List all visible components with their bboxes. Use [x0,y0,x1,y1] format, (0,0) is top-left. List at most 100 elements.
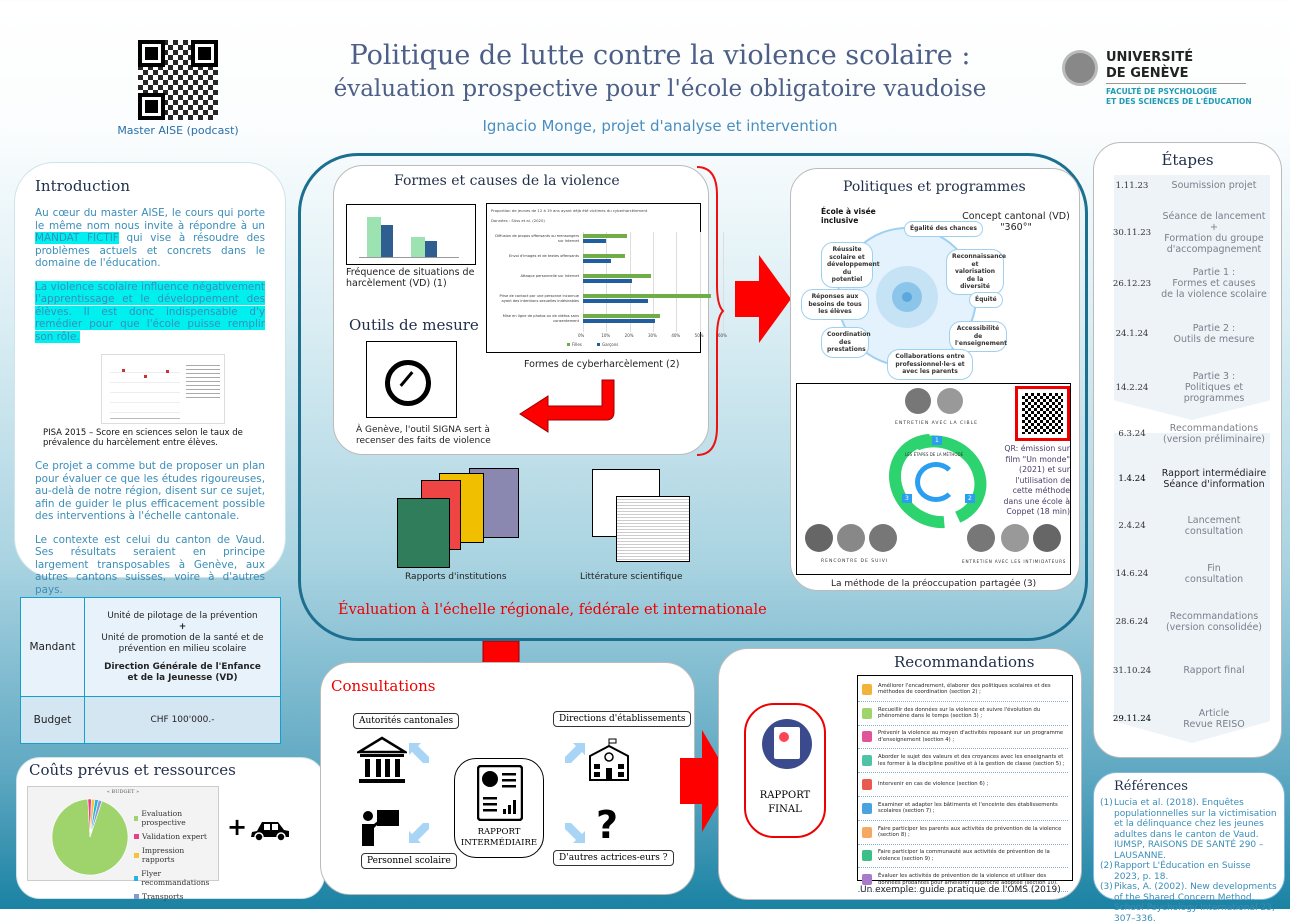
references-list: (1)Lucia et al. (2018). Enquêtes populat… [1100,798,1278,924]
intro-paragraph-1: Au cœur du master AISE, le cours qui por… [35,207,265,270]
pie-legend-item: Impression rapports [134,846,218,864]
x-tick-label: 40% [671,333,681,338]
title-line-1: Politique de lutte contre la violence sc… [349,40,971,71]
literature-image[interactable] [592,469,697,564]
etape-text: Recommandations (version préliminaire) [1163,423,1265,445]
etape-date: 26.12.23 [1112,278,1152,289]
recommandations-caption: Un exemple: guide pratique de l'OMS (201… [860,885,1061,895]
suivi-label: RENCONTRE DE SUIVI [821,559,889,564]
methode-caption: La méthode de la préoccupation partagée … [831,579,1037,589]
bar-garçons [583,279,632,283]
curved-arrow-icon [519,379,615,433]
bar-garçons [583,259,611,263]
evaluation-label: Évaluation à l'échelle régionale, fédéra… [338,602,767,618]
etape-text: Recommandations (version consolidée) [1165,611,1263,633]
recommendation-item: Examiner et adapter les bâtiments et l'e… [858,797,1068,821]
qr-description: QR: émission sur film "Un monde" (2021) … [1003,444,1070,516]
step-2: 2 [965,494,975,503]
arrow-icon [409,823,429,843]
bar-garçons [583,239,607,243]
methode-center-label: LES ÉTAPES DE LA MÉTHODE [905,452,964,457]
recommendation-icon [862,850,872,862]
etape-date: 6.3.24 [1118,429,1146,439]
intimidateurs-photos [967,524,1062,552]
pie-legend-item: Evaluation prospective [134,809,218,827]
bubble-reussite: Réussite scolaire et développement du po… [821,242,880,288]
reference-number: (2) [1100,861,1113,871]
right-arrow-icon [680,730,732,832]
pie-slice [89,799,103,838]
etape-text: Lancement consultation [1184,515,1244,537]
cyber-chart-subtitle: Données : Süss et al. (2020) [491,218,545,223]
intimidateurs-label: ENTRETIEN AVEC LES INTIMIDATEURS [962,559,1067,564]
reference-number: (1) [1100,798,1113,808]
pie-legend-label: Transports [142,892,184,901]
etapes-title: Étapes [1161,151,1214,169]
category-label: Prise de contact par une personne inconn… [499,294,580,303]
recommendation-item: Améliorer l'encadrement, élaborer des po… [858,678,1068,702]
recommendation-item: Intervenir en cas de violence (section 6… [858,773,1068,797]
plus-sign: + [227,813,248,841]
formes-title: Formes et causes de la violence [394,173,620,189]
institution-reports-image[interactable] [397,466,522,570]
podcast-qr-code[interactable] [138,40,218,120]
legend-item: Filles [567,342,582,347]
report-document-icon [477,765,523,821]
intro-text: qui vise à résoudre des problèmes actuel… [35,232,265,269]
final-line: RAPPORT [759,790,811,801]
cible-label: ENTRETIEN AVEC LA CIBLE [895,421,978,426]
film-qr-code[interactable] [1015,386,1070,441]
intro-highlight-text: La violence scolaire influence négativem… [35,280,265,343]
pisa-caption: PISA 2015 – Score en sciences selon le t… [43,428,243,448]
etape-text: Séance de lancement + Formation du group… [1162,211,1266,255]
etape-date: 29.11.24 [1112,714,1152,724]
mandant-line: Unité de pilotage de la prévention [107,610,258,621]
budget-label: Budget [20,696,85,744]
outils-title: Outils de mesure [349,316,479,334]
etape-date: 1.4.24 [1118,474,1146,484]
consultations-title: Consultations [331,677,436,695]
bar-garçons [583,299,649,303]
recommendation-text: Intervenir en cas de violence (section 6… [878,781,989,788]
mandant-line: Unité de promotion de la santé et de pré… [101,632,264,654]
pie-slice [51,798,129,876]
bubble-equite: Équité [969,292,1003,308]
bar-mark [425,241,437,257]
recommendation-item: Recueillir des données sur la violence e… [858,702,1068,726]
reference-text: Lucia et al. (2018). Enquêtes population… [1114,798,1277,861]
x-tick-label: 50% [694,333,704,338]
pie-legend-item: Flyer recommandations [134,869,218,887]
etape-date: 31.10.24 [1112,665,1152,676]
bubble-collaborations: Collaborations entre professionnel·le·s … [887,349,973,380]
etape-item: 31.10.24 Rapport final [1110,665,1274,676]
gridline [676,232,678,332]
etape-date: 14.6.24 [1115,569,1149,579]
etape-date: 28.6.24 [1115,617,1149,627]
x-tick-label: 10% [601,333,611,338]
legend-item: Garçons [597,342,618,347]
references-title: Références [1114,779,1188,794]
reference-text: Rapport L'Éducation en Suisse 2023, p. 1… [1114,861,1251,882]
category-label: Diffusion de propos offensants ou menson… [495,234,579,243]
etape-text: Rapport final [1183,665,1245,676]
recommendation-icon [862,683,872,695]
etape-text: Partie 2 : Outils de mesure [1173,323,1255,345]
actor-personnel: Personnel scolaire [361,853,457,869]
mandant-plus: + [178,621,187,632]
actor-autres: D'autres actrices-eurs ? [553,850,674,866]
cyberharcelement-chart: Proportion de jeunes de 12 à 19 ans ayan… [486,203,727,353]
etape-text: Partie 3 : Politiques et programmes [1183,371,1245,404]
x-tick-label: 30% [648,333,657,338]
recommendation-item: Prévenir la violence au moyen d'activité… [858,726,1068,750]
bar-garçons [583,319,656,323]
pie-svg [51,798,129,876]
recommendation-text: Améliorer l'encadrement, élaborer des po… [878,682,1051,696]
cible-photos [905,388,965,414]
